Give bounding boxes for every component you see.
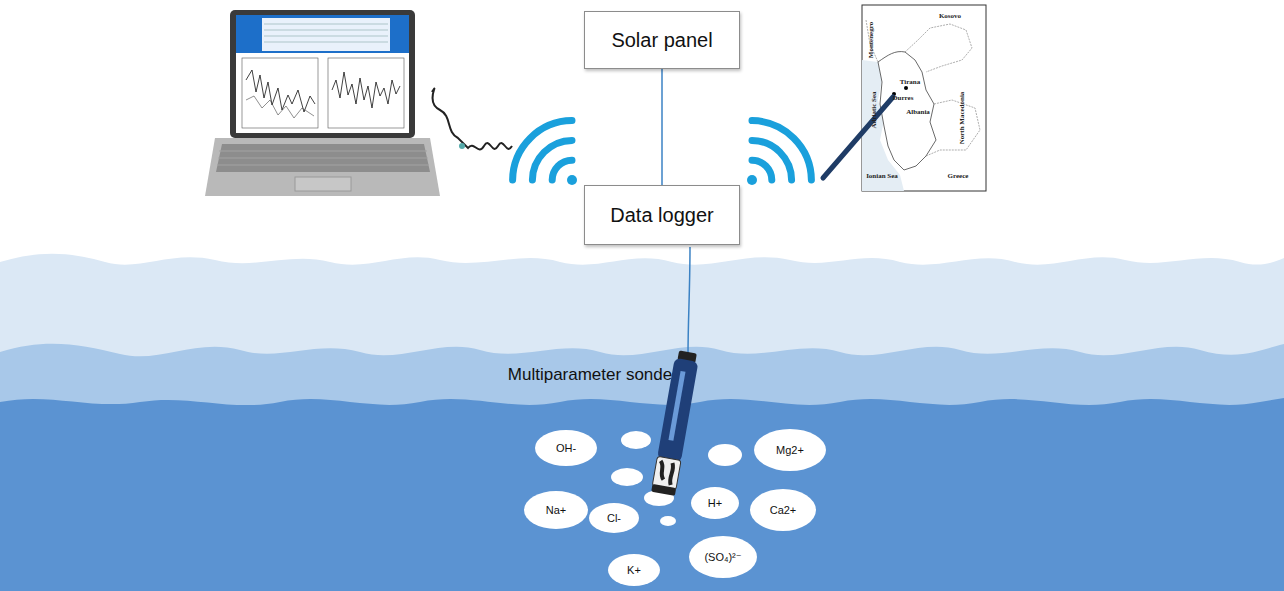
ion-label: Cl-	[607, 512, 621, 524]
ion-bubble: Na+	[524, 491, 588, 529]
water-deep	[0, 398, 1284, 591]
map-label: Albania	[906, 108, 930, 116]
ion-label: OH-	[556, 442, 576, 454]
water-surface	[0, 254, 1284, 591]
ion-label: K+	[627, 564, 641, 576]
map-label: Durres	[893, 94, 914, 102]
process-box: Solar panel	[584, 11, 740, 69]
process-box: Data logger	[584, 185, 740, 245]
laptop	[205, 10, 440, 196]
box-label: Solar panel	[611, 29, 712, 52]
ion-label: Ca2+	[770, 504, 797, 516]
ion-bubble: Ca2+	[750, 489, 816, 531]
sonde-cable	[688, 247, 690, 356]
ion-label: (SO₄)²⁻	[704, 551, 741, 564]
ion-bubble: Cl-	[589, 503, 639, 533]
map-label: Adriatic Sea	[870, 91, 878, 128]
ion-bubble: K+	[608, 554, 660, 586]
map-label: Greece	[948, 172, 969, 180]
ion-bubble: OH-	[535, 430, 597, 466]
ion-bubble: Mg2+	[754, 429, 826, 471]
connector-line	[661, 69, 663, 185]
ion-label: H+	[708, 497, 722, 509]
map-label: Kosovo	[939, 12, 961, 20]
ion-label: Na+	[546, 504, 567, 516]
usb-cable	[432, 88, 512, 149]
sonde-label: Multiparameter sonde	[508, 365, 672, 385]
box-label: Data logger	[610, 204, 713, 227]
map-label: Tirana	[900, 78, 921, 86]
ion-bubble: (SO₄)²⁻	[689, 536, 757, 578]
water-middle	[0, 344, 1284, 591]
location-map	[823, 5, 986, 191]
ion-bubble: H+	[691, 487, 739, 519]
map-label: North Macedonia	[958, 92, 966, 145]
map-label: Ionian Sea	[866, 172, 898, 180]
ion-label: Mg2+	[776, 444, 804, 456]
map-label: Montenegro	[867, 22, 875, 58]
